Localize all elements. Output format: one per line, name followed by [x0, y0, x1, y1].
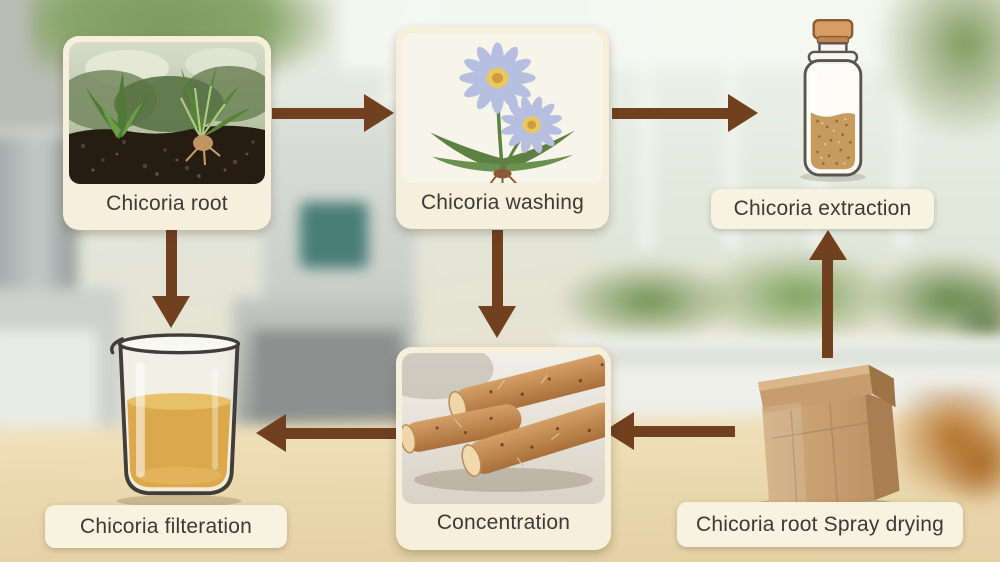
arrow-shaft [612, 108, 730, 119]
arrow-head [364, 94, 394, 132]
node-chicoria-root: Chicoria root [63, 36, 271, 230]
chicory-plants-in-soil-photo [69, 42, 265, 184]
arrow-shaft [166, 230, 177, 298]
node-chicoria-washing: Chicoria washing [396, 27, 609, 229]
bg-teal-unit [300, 202, 368, 268]
arrow-shaft [632, 426, 735, 437]
label-text: Chicoria filteration [79, 514, 253, 538]
label-text: Chicoria root Spray drying [696, 512, 944, 536]
bg-foliage [875, 0, 1000, 140]
label-chicoria-extraction: Chicoria extraction [711, 189, 934, 229]
label-chicoria-root: Chicoria root [69, 184, 265, 224]
arrow-head [478, 306, 516, 338]
chicory-roots-photo [402, 353, 605, 504]
label-chicoria-washing: Chicoria washing [402, 183, 603, 223]
label-chicoria-root-spray-drying: Chicoria root Spray drying [677, 502, 963, 547]
arrow-head [256, 414, 286, 452]
label-chicoria-filteration: Chicoria filteration [45, 505, 287, 548]
arrow-shaft [272, 108, 366, 119]
chicory-flower-illustration [402, 33, 603, 183]
bg-window-mullion [640, 10, 653, 250]
bg-plants [698, 248, 900, 344]
node-concentration: Concentration [396, 347, 611, 550]
arrow-head [152, 296, 190, 328]
label-text: Chicoria washing [420, 191, 585, 214]
arrow-head [728, 94, 758, 132]
label-text: Concentration [436, 511, 571, 534]
kraft-paper-bag-photo [733, 322, 917, 516]
label-concentration: Concentration [402, 504, 605, 542]
label-text: Chicoria extraction [733, 197, 912, 220]
arrow-shaft [492, 230, 503, 308]
arrow-shaft [284, 428, 398, 439]
label-text: Chicoria root [106, 192, 228, 215]
bg-produce [938, 430, 1000, 505]
granules-jar-illustration [781, 14, 881, 186]
arrow-head [809, 230, 847, 260]
beaker-amber-liquid-illustration [97, 329, 257, 509]
bg-bench-edge [558, 352, 1000, 362]
